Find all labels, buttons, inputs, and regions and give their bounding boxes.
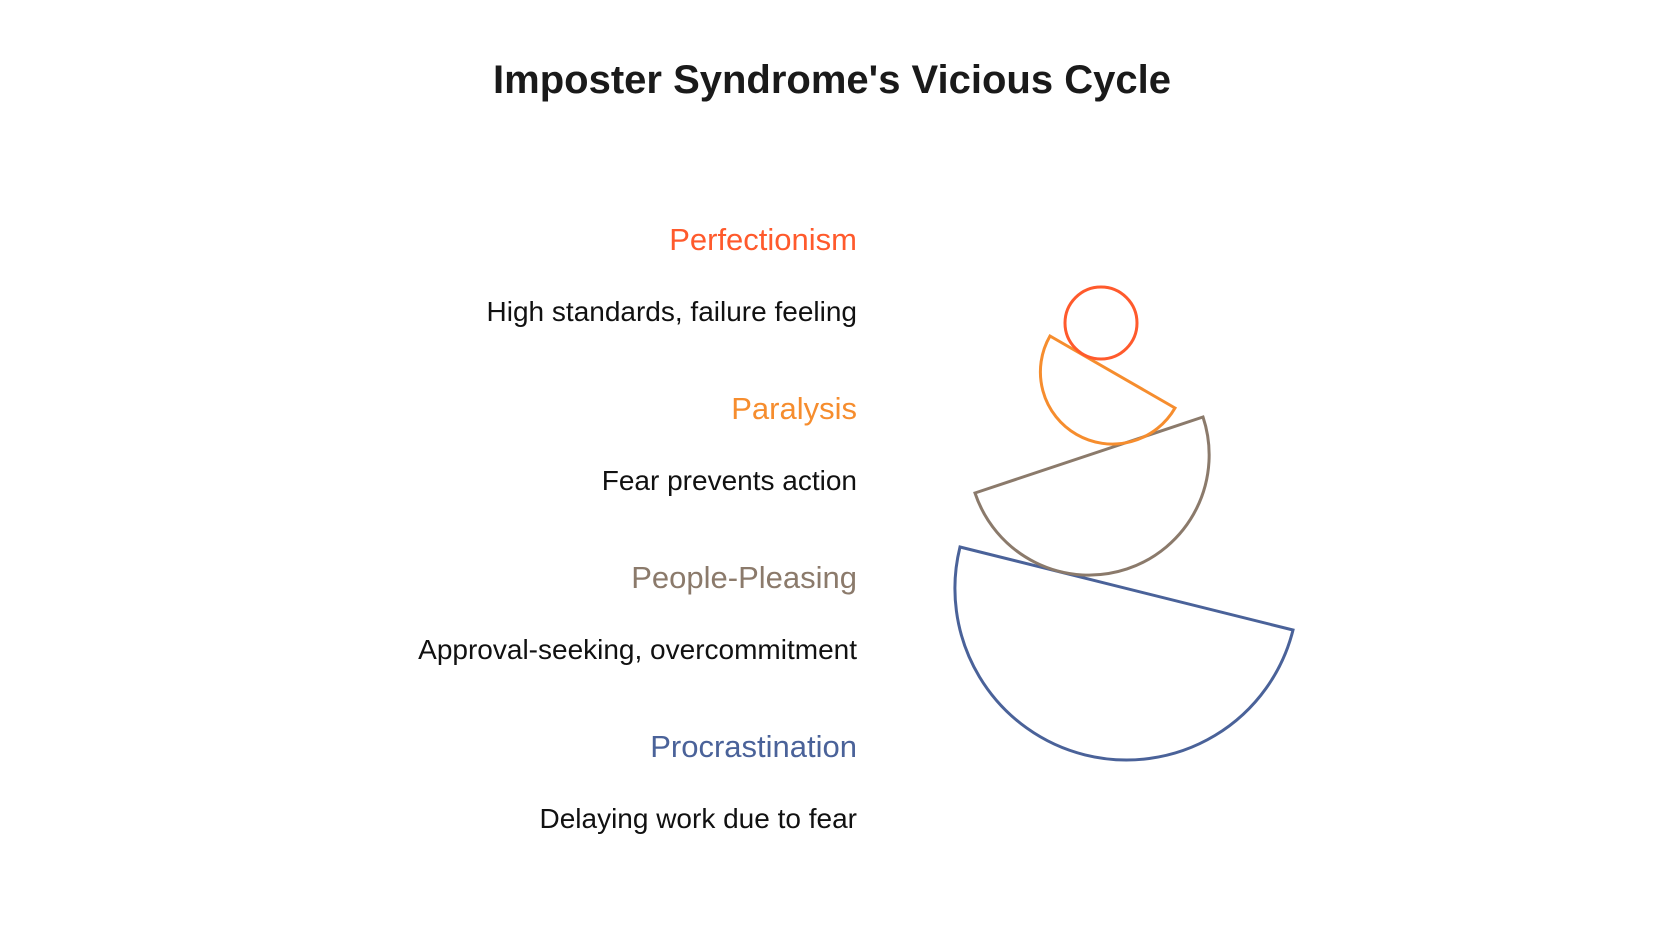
people-pleasing-bowl-shape bbox=[973, 415, 1211, 577]
description-perfectionism: High standards, failure feeling bbox=[486, 296, 857, 327]
description-procrastination: Delaying work due to fear bbox=[539, 803, 857, 834]
description-people-pleasing: Approval-seeking, overcommitment bbox=[418, 634, 857, 665]
label-perfectionism: Perfectionism bbox=[669, 222, 857, 257]
label-paralysis: Paralysis bbox=[731, 391, 857, 426]
label-people-pleasing: People-Pleasing bbox=[631, 560, 857, 595]
diagram-title: Imposter Syndrome's Vicious Cycle bbox=[493, 58, 1171, 102]
description-paralysis: Fear prevents action bbox=[601, 465, 857, 496]
label-procrastination: Procrastination bbox=[650, 729, 857, 764]
paralysis-bowl-shape bbox=[1038, 333, 1178, 446]
procrastination-bowl-shape bbox=[953, 545, 1295, 762]
perfectionism-circle-shape bbox=[1063, 285, 1139, 361]
